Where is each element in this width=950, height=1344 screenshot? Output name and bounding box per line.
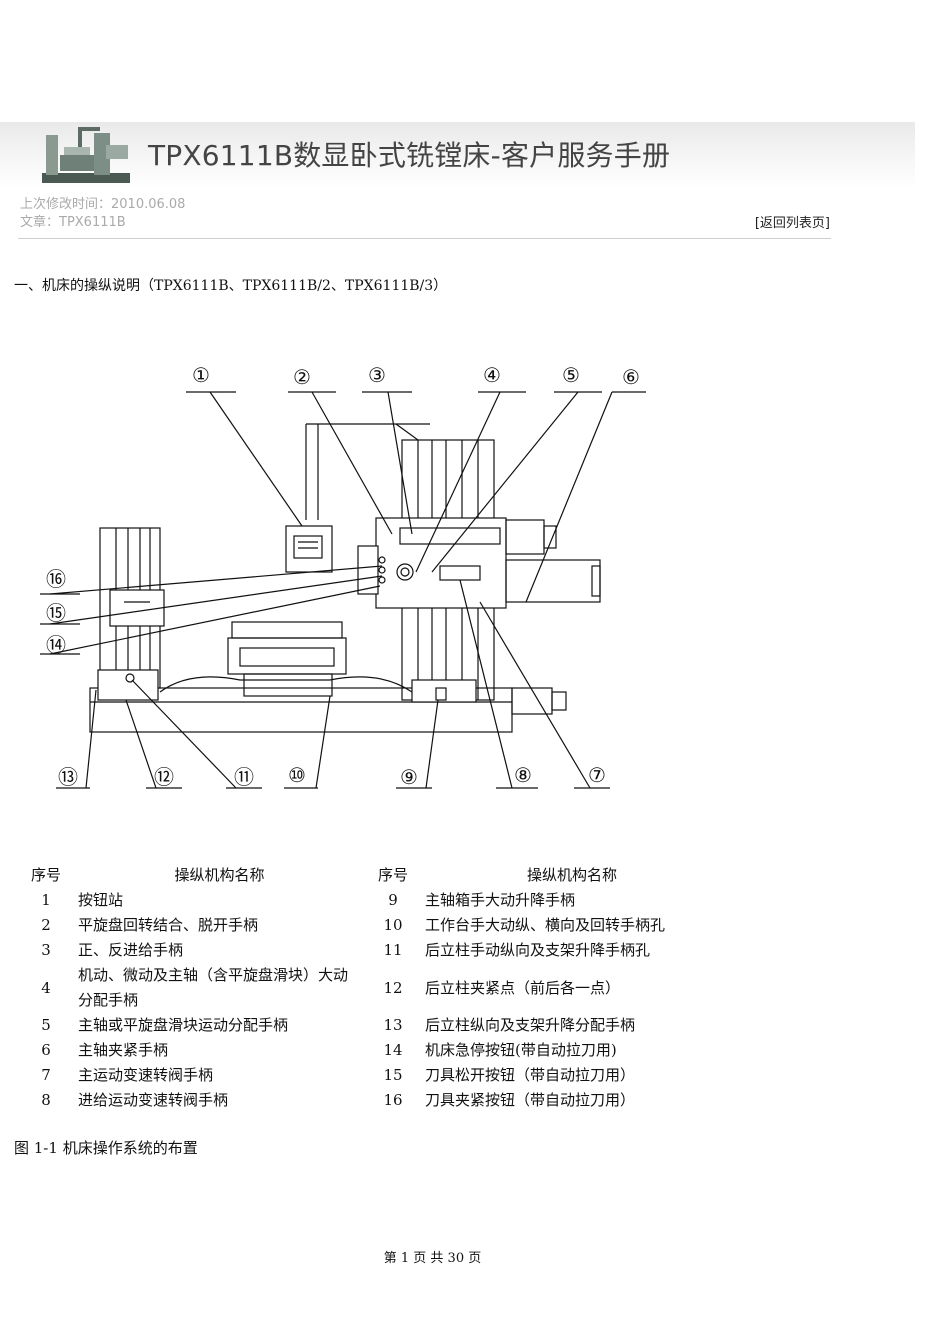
table-header-row: 序号 操纵机构名称 序号 操纵机构名称 (14, 863, 719, 888)
callout-10: ⑩ (288, 763, 306, 787)
callout-13: ⑬ (58, 765, 78, 789)
figure-caption: 图 1-1 机床操作系统的布置 (14, 1139, 198, 1157)
header-divider (18, 238, 831, 239)
header-band (0, 122, 915, 188)
callout-5: ⑤ (562, 363, 580, 387)
main-motor (505, 519, 545, 555)
callout-1: ① (192, 363, 210, 387)
header-name-left: 操纵机构名称 (174, 866, 265, 884)
header-num-left: 序号 (30, 866, 61, 884)
callout-14: ⑭ (46, 633, 66, 657)
back-to-list-link[interactable]: [返回列表页] (754, 216, 830, 231)
callout-11: ⑪ (234, 765, 254, 789)
callout-8: ⑧ (514, 763, 532, 787)
callout-15: ⑮ (46, 601, 66, 625)
page-footer: 第 1 页 共 30 页 (383, 1251, 482, 1266)
table-row: 3 正、反进给手柄 11 后立柱手动纵向及支架升降手柄孔 (41, 941, 651, 959)
page-title: TPX6111B数显卧式铣镗床-客户服务手册 (148, 139, 671, 172)
table-row: 1 按钮站 9 主轴箱手大动升降手柄 (41, 891, 576, 909)
article-name: 文章：TPX6111B (20, 215, 126, 230)
table-row: 6 主轴夹紧手柄 14 机床急停按钮(带自动拉刀用) (41, 1041, 617, 1059)
header-num-right: 序号 (377, 866, 408, 884)
machine-diagram: ① ② ③ ④ ⑤ ⑥ ⑦ ⑧ ⑨ ⑩ ⑪ ⑫ ⑬ ⑭ ⑮ ⑯ (40, 363, 646, 789)
callout-12: ⑫ (154, 765, 174, 789)
rear-support (109, 589, 165, 627)
table-row: 4 机动、微动及主轴（含平旋盘滑块）大动分配手柄 12 后立柱夹紧点（前后各一点… (41, 966, 621, 1009)
callout-9: ⑨ (400, 765, 418, 789)
callout-4: ④ (483, 363, 501, 387)
callout-2: ② (293, 365, 311, 389)
callout-6: ⑥ (622, 365, 640, 389)
header-name-right: 操纵机构名称 (526, 866, 617, 884)
callout-7: ⑦ (588, 763, 606, 787)
control-pendant (285, 525, 333, 573)
section-heading: 一、机床的操纵说明（TPX6111B、TPX6111B/2、TPX6111B/3… (14, 278, 448, 294)
modified-date: 上次修改时间：2010.06.08 (20, 197, 186, 212)
table-row: 7 主运动变速转阀手柄 15 刀具松开按钮（带自动拉刀用） (41, 1066, 636, 1084)
worktable (231, 621, 343, 639)
parts-table: 序号 操纵机构名称 序号 操纵机构名称 1 按钮站 9 主轴箱手大动升降手柄 2… (14, 863, 719, 1113)
callout-16: ⑯ (46, 567, 66, 591)
table-row: 8 进给运动变速转阀手柄 16 刀具夹紧按钮（带自动拉刀用） (41, 1091, 636, 1109)
table-row: 2 平旋盘回转结合、脱开手柄 10 工作台手大动纵、横向及回转手柄孔 (41, 916, 666, 934)
machine-logo-icon (42, 127, 130, 183)
spindle-head (375, 517, 507, 609)
table-row: 5 主轴或平旋盘滑块运动分配手柄 13 后立柱纵向及支架升降分配手柄 (41, 1016, 636, 1034)
callout-3: ③ (368, 363, 386, 387)
